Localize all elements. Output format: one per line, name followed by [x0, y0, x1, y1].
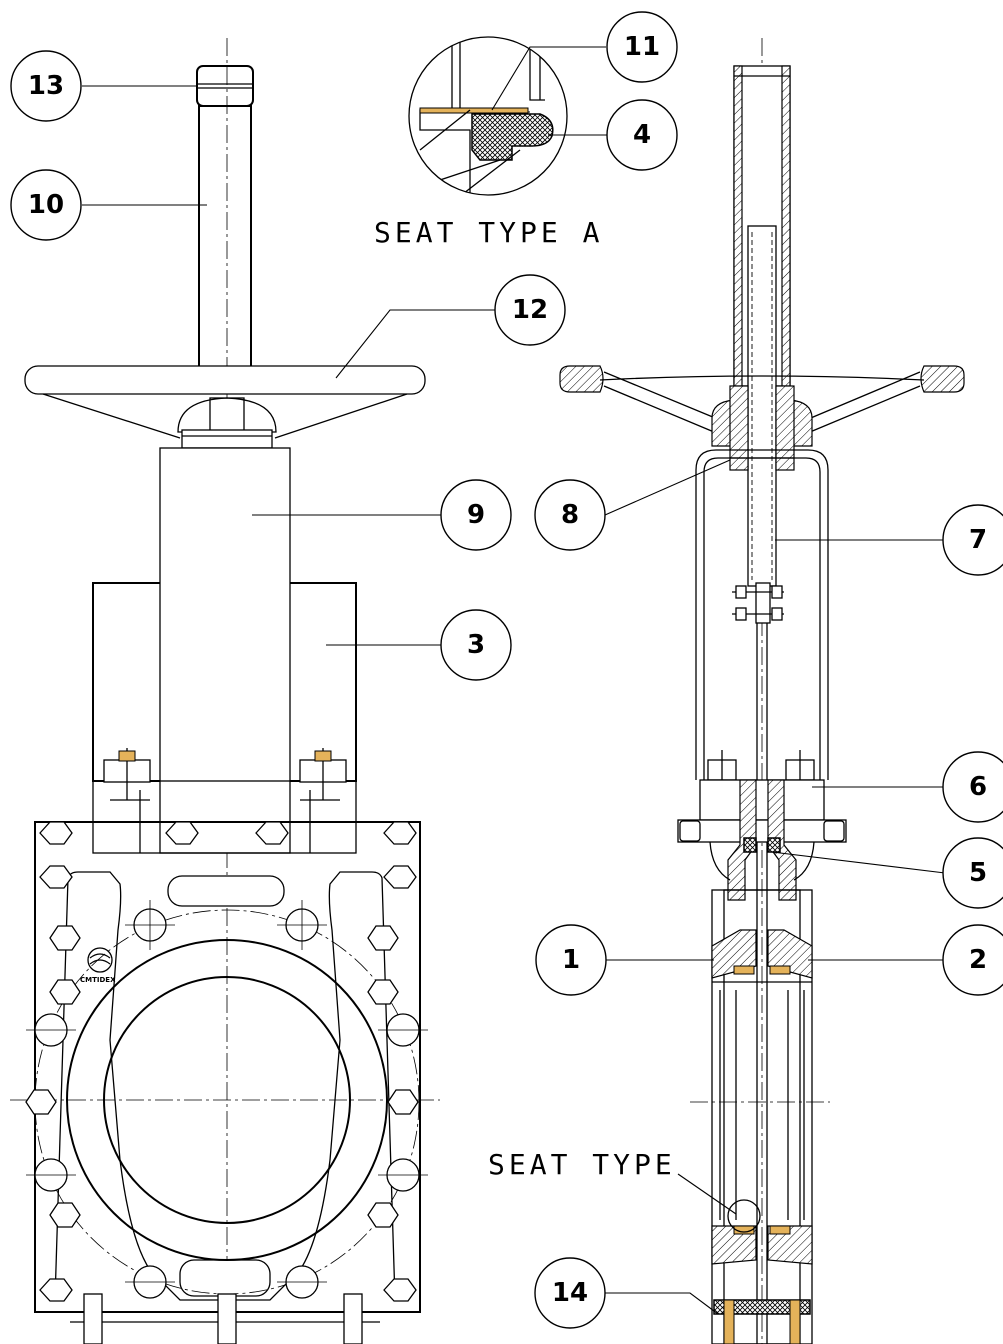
svg-text:5: 5	[969, 858, 987, 888]
callout-5: 5	[942, 837, 1003, 909]
svg-text:9: 9	[467, 500, 485, 530]
body-hex-nuts	[25, 821, 419, 1302]
callout-1: 1	[535, 924, 607, 996]
handwheel	[24, 365, 426, 395]
svg-text:6: 6	[969, 772, 987, 802]
callout-10: 10	[10, 169, 82, 241]
callout-7: 7	[942, 504, 1003, 576]
callout-9: 9	[440, 479, 512, 551]
svg-text:13: 13	[28, 71, 64, 101]
handwheel-section	[559, 365, 965, 471]
svg-text:7: 7	[969, 525, 987, 555]
stem-protector	[198, 105, 252, 369]
callout-6: 6	[942, 751, 1003, 823]
svg-text:4: 4	[633, 120, 651, 150]
detail-circle	[408, 36, 568, 196]
bottom-studs	[70, 1293, 380, 1344]
svg-text:8: 8	[561, 500, 579, 530]
seat-type-title: SEAT TYPE	[488, 1148, 676, 1181]
stem-cap	[196, 65, 254, 107]
svg-text:10: 10	[28, 190, 64, 220]
seat-detail-view: SEAT TYPE A	[374, 36, 603, 249]
yoke-frame	[695, 449, 829, 780]
leader-lines	[82, 46, 946, 1315]
callout-3: 3	[440, 609, 512, 681]
stem-clevis	[732, 582, 784, 624]
logo-text: CMTIDEX	[80, 976, 116, 984]
gland-assembly	[677, 750, 847, 901]
gate-slot-bottom	[179, 1259, 271, 1297]
handwheel-hub	[177, 397, 277, 433]
callout-12: 12	[494, 274, 566, 346]
seat-right	[769, 965, 791, 975]
stem-nut-right	[775, 385, 795, 471]
callout-2: 2	[942, 924, 1003, 996]
seat-detail-marker	[727, 1199, 761, 1233]
seat-type-a-title: SEAT TYPE A	[374, 216, 603, 249]
gate-slot-top	[167, 875, 285, 907]
callout-8: 8	[534, 479, 606, 551]
valve-body	[34, 821, 421, 1313]
svg-text:14: 14	[552, 1278, 588, 1308]
body-section	[690, 889, 830, 1344]
callout-4: 4	[606, 99, 678, 171]
seat-left	[733, 965, 755, 975]
svg-text:11: 11	[624, 32, 660, 62]
svg-text:2: 2	[969, 945, 987, 975]
flange-bolt-holes	[26, 900, 428, 1299]
manufacturer-logo: CMTIDEX	[80, 947, 116, 984]
seat-insert	[471, 113, 554, 161]
callout-13: 13	[10, 50, 82, 122]
svg-text:1: 1	[562, 945, 580, 975]
svg-text:3: 3	[467, 630, 485, 660]
front-view: CMTIDEX	[10, 38, 440, 1344]
stem-nut-left	[729, 385, 749, 471]
callout-11: 11	[606, 11, 678, 83]
svg-text:12: 12	[512, 295, 548, 325]
yoke-column	[159, 447, 291, 854]
bottom-packing	[713, 1299, 811, 1315]
yoke-bolts	[103, 748, 347, 853]
callout-14: 14	[534, 1257, 606, 1329]
section-view: SEAT TYPE	[488, 38, 965, 1344]
